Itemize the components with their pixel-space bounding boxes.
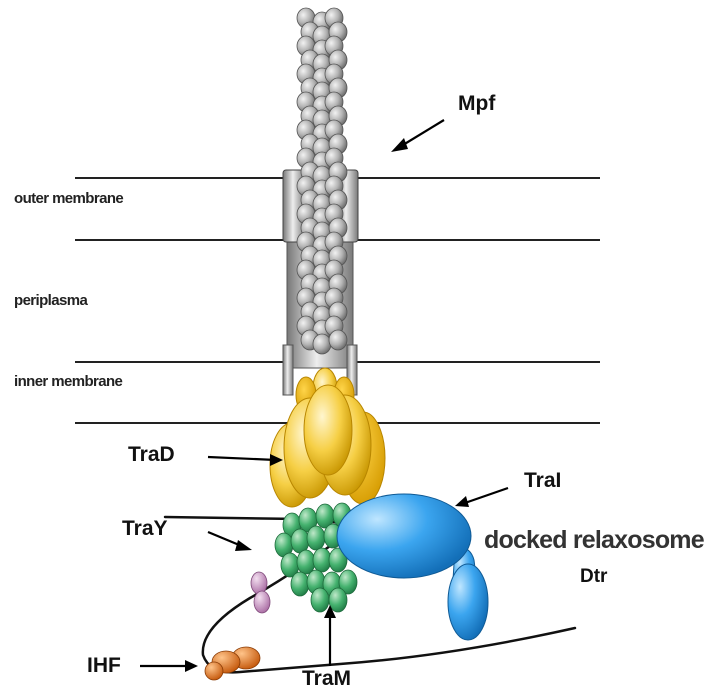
tram-subunit xyxy=(297,550,315,574)
tram-subunit xyxy=(311,588,329,612)
periplasma-label: periplasma xyxy=(14,292,87,309)
mpf-arrow xyxy=(391,120,444,152)
trad-label: TraD xyxy=(128,443,175,467)
ihf-protein xyxy=(205,647,260,680)
inner-membrane-label: inner membrane xyxy=(14,373,122,390)
pilin-subunit xyxy=(329,330,347,350)
tray-arrow xyxy=(208,532,252,551)
pilin-subunit xyxy=(313,334,331,354)
tram-subunit xyxy=(313,548,331,572)
tram-subunit xyxy=(291,529,309,553)
mpf-pilus xyxy=(297,8,347,354)
tray-protein xyxy=(251,572,270,613)
mpf-label: Mpf xyxy=(458,92,495,116)
trai-label: TraI xyxy=(524,469,561,493)
tray-label: TraY xyxy=(122,517,168,541)
tram-subunit xyxy=(329,588,347,612)
ihf-label: IHF xyxy=(87,654,121,678)
ihf-arrow xyxy=(140,660,198,672)
tram-subunit xyxy=(291,572,309,596)
dtr-label: Dtr xyxy=(580,566,607,588)
trai-protein xyxy=(337,494,488,640)
outer-membrane-label: outer membrane xyxy=(14,190,123,207)
trad-arrow xyxy=(208,454,283,466)
tram-subunit xyxy=(307,526,325,550)
trai-arrow xyxy=(455,488,508,507)
docked-relaxosome-label: docked relaxosome xyxy=(484,526,704,555)
tram-arrow xyxy=(324,605,336,666)
tram-label: TraM xyxy=(302,667,351,691)
